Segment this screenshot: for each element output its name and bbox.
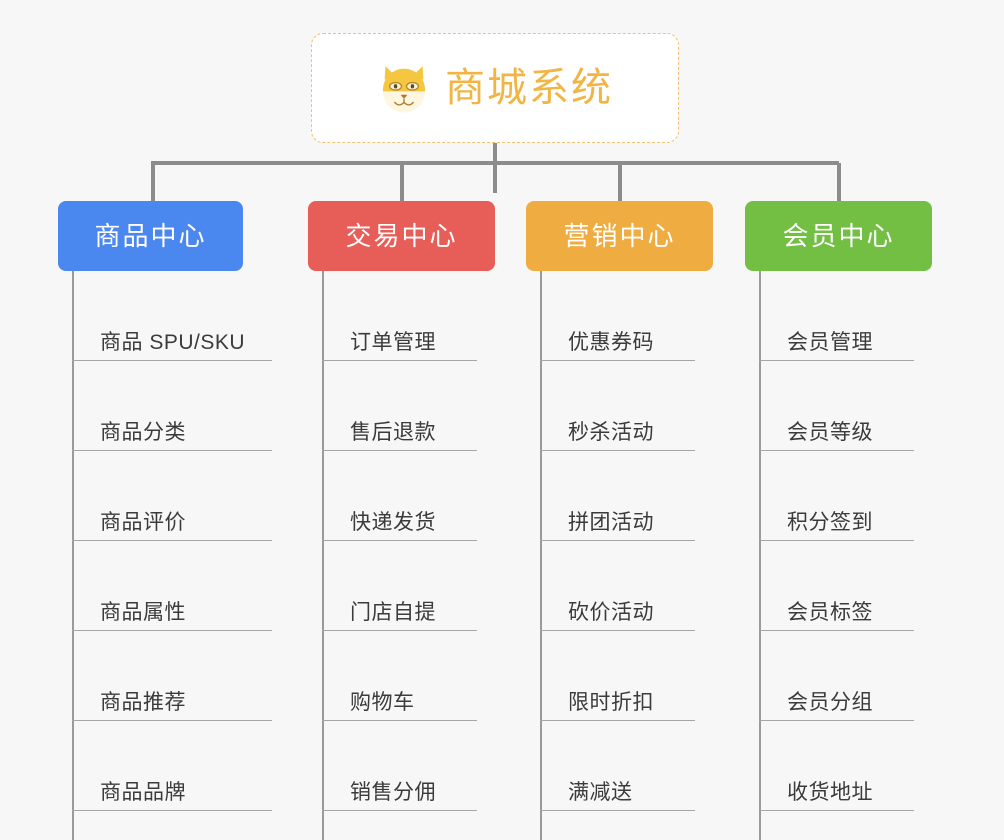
leaf-label: 售后退款 [350, 420, 436, 444]
leaf-item[interactable]: 会员等级 [745, 361, 965, 451]
column-marketing-center: 营销中心 优惠券码 秒杀活动 拼团活动 砍价活动 限时折扣 满减送 [526, 201, 746, 840]
category-header-product-center[interactable]: 商品中心 [58, 201, 243, 271]
leaf-rule [72, 719, 272, 721]
connector-drop-2 [400, 163, 404, 201]
leaf-rule [322, 449, 477, 451]
leaf-label: 商品分类 [100, 420, 186, 444]
leaf-item[interactable]: 快递发货 [308, 451, 528, 541]
leaf-label: 商品推荐 [100, 690, 186, 714]
leaf-rule [759, 539, 914, 541]
shiba-dog-face-icon [377, 61, 431, 115]
leaf-item[interactable]: 售后退款 [308, 361, 528, 451]
leaf-rule [540, 359, 695, 361]
leaf-item[interactable]: 会员分组 [745, 631, 965, 721]
leaf-list-marketing-center: 优惠券码 秒杀活动 拼团活动 砍价活动 限时折扣 满减送 [526, 271, 746, 811]
leaf-item[interactable]: 满减送 [526, 721, 746, 811]
leaf-item[interactable]: 购物车 [308, 631, 528, 721]
leaf-item[interactable]: 收货地址 [745, 721, 965, 811]
leaf-rule [759, 629, 914, 631]
connector-drop-4 [837, 163, 841, 201]
leaf-item[interactable]: 商品属性 [58, 541, 288, 631]
connector-drop-3 [618, 163, 622, 201]
leaf-label: 商品 SPU/SKU [100, 330, 246, 354]
leaf-list-trade-center: 订单管理 售后退款 快递发货 门店自提 购物车 销售分佣 [308, 271, 528, 811]
leaf-rule [322, 719, 477, 721]
category-header-trade-center[interactable]: 交易中心 [308, 201, 495, 271]
connector-bus [151, 161, 839, 165]
leaf-label: 优惠券码 [568, 330, 654, 354]
leaf-item[interactable]: 销售分佣 [308, 721, 528, 811]
leaf-rule [72, 449, 272, 451]
branch-spine [72, 271, 74, 840]
leaf-item[interactable]: 商品分类 [58, 361, 288, 451]
leaf-label: 门店自提 [350, 600, 436, 624]
leaf-item[interactable]: 商品推荐 [58, 631, 288, 721]
branch-spine [759, 271, 761, 840]
leaf-label: 积分签到 [787, 510, 873, 534]
leaf-rule [322, 359, 477, 361]
leaf-label: 销售分佣 [350, 780, 436, 804]
branch-spine [540, 271, 542, 840]
root-title: 商城系统 [445, 66, 613, 110]
leaf-list-member-center: 会员管理 会员等级 积分签到 会员标签 会员分组 收货地址 [745, 271, 965, 811]
leaf-rule [72, 359, 272, 361]
leaf-rule [72, 629, 272, 631]
leaf-label: 商品属性 [100, 600, 186, 624]
leaf-rule [759, 359, 914, 361]
leaf-rule [759, 449, 914, 451]
leaf-item[interactable]: 订单管理 [308, 271, 528, 361]
category-header-member-center[interactable]: 会员中心 [745, 201, 932, 271]
category-header-marketing-center[interactable]: 营销中心 [526, 201, 713, 271]
column-trade-center: 交易中心 订单管理 售后退款 快递发货 门店自提 购物车 销售分佣 [308, 201, 528, 840]
leaf-item[interactable]: 会员标签 [745, 541, 965, 631]
leaf-label: 秒杀活动 [568, 420, 654, 444]
leaf-item[interactable]: 拼团活动 [526, 451, 746, 541]
column-product-center: 商品中心 商品 SPU/SKU 商品分类 商品评价 商品属性 商品推荐 商品品牌 [58, 201, 288, 840]
leaf-list-product-center: 商品 SPU/SKU 商品分类 商品评价 商品属性 商品推荐 商品品牌 [58, 271, 288, 811]
category-columns: 商品中心 商品 SPU/SKU 商品分类 商品评价 商品属性 商品推荐 商品品牌… [0, 201, 1004, 840]
leaf-item[interactable]: 限时折扣 [526, 631, 746, 721]
leaf-label: 订单管理 [350, 330, 436, 354]
leaf-item[interactable]: 秒杀活动 [526, 361, 746, 451]
root-node[interactable]: 商城系统 [311, 33, 679, 143]
leaf-item[interactable]: 会员管理 [745, 271, 965, 361]
leaf-label: 商品评价 [100, 510, 186, 534]
leaf-label: 商品品牌 [100, 780, 186, 804]
leaf-item[interactable]: 砍价活动 [526, 541, 746, 631]
column-member-center: 会员中心 会员管理 会员等级 积分签到 会员标签 会员分组 收货地址 [745, 201, 965, 840]
connector-stem [493, 143, 497, 193]
leaf-item[interactable]: 优惠券码 [526, 271, 746, 361]
leaf-label: 拼团活动 [568, 510, 654, 534]
leaf-rule [322, 629, 477, 631]
leaf-rule [759, 809, 914, 811]
branch-spine [322, 271, 324, 840]
leaf-label: 会员分组 [787, 690, 873, 714]
leaf-label: 会员标签 [787, 600, 873, 624]
leaf-rule [540, 449, 695, 451]
leaf-label: 快递发货 [350, 510, 436, 534]
connector-drop-1 [151, 163, 155, 201]
leaf-item[interactable]: 商品 SPU/SKU [58, 271, 288, 361]
leaf-item[interactable]: 积分签到 [745, 451, 965, 541]
leaf-item[interactable]: 门店自提 [308, 541, 528, 631]
leaf-label: 满减送 [568, 780, 633, 804]
leaf-rule [540, 629, 695, 631]
leaf-item[interactable]: 商品评价 [58, 451, 288, 541]
leaf-label: 会员管理 [787, 330, 873, 354]
leaf-rule [540, 719, 695, 721]
leaf-rule [72, 809, 272, 811]
leaf-label: 砍价活动 [568, 600, 654, 624]
leaf-rule [540, 539, 695, 541]
leaf-label: 限时折扣 [568, 690, 654, 714]
leaf-label: 会员等级 [787, 420, 873, 444]
leaf-rule [322, 809, 477, 811]
leaf-rule [540, 809, 695, 811]
leaf-label: 购物车 [350, 690, 415, 714]
leaf-rule [322, 539, 477, 541]
leaf-item[interactable]: 商品品牌 [58, 721, 288, 811]
leaf-label: 收货地址 [787, 780, 873, 804]
leaf-rule [759, 719, 914, 721]
leaf-rule [72, 539, 272, 541]
